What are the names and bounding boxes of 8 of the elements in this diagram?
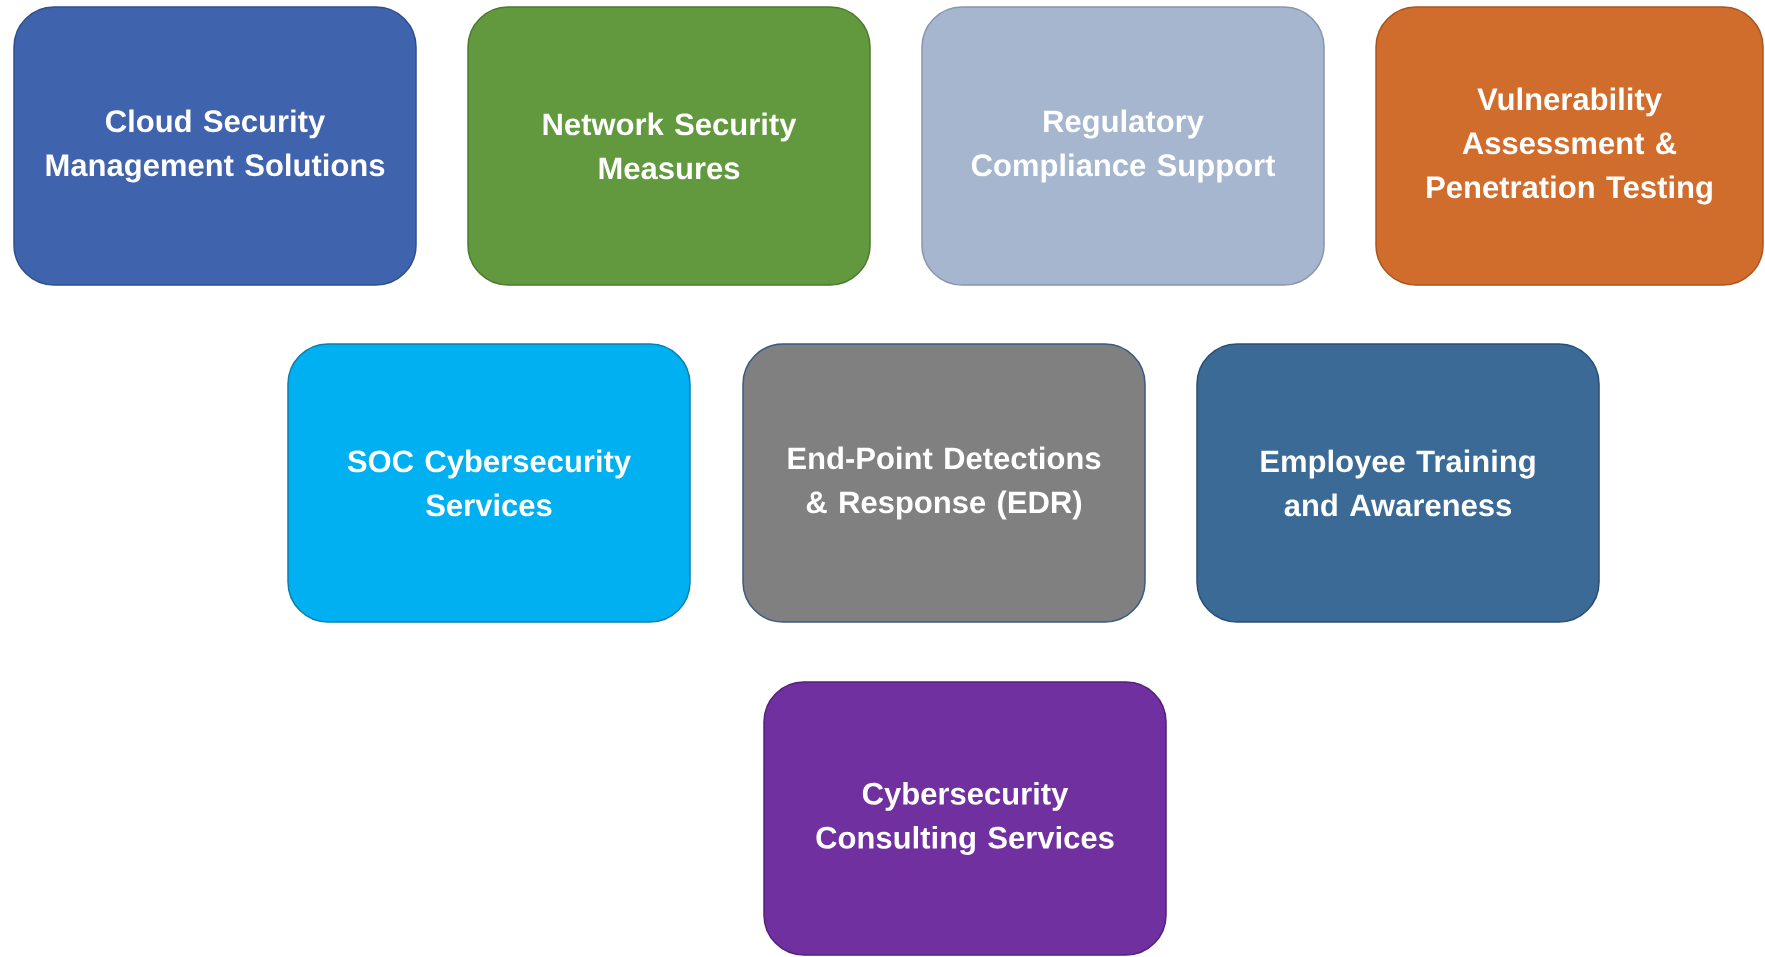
service-box: Network Security Measures [467,6,871,286]
service-box: Regulatory Compliance Support [921,6,1325,286]
service-box: End-Point Detections & Response (EDR) [742,343,1146,623]
service-box: Vulnerability Assessment & Penetration Testing [1375,6,1764,286]
service-box: Cloud Security Management Solutions [13,6,417,286]
service-box: Cybersecurity Consulting Services [763,681,1167,956]
service-box: SOC Cybersecurity Services [287,343,691,623]
service-box: Employee Training and Awareness [1196,343,1600,623]
